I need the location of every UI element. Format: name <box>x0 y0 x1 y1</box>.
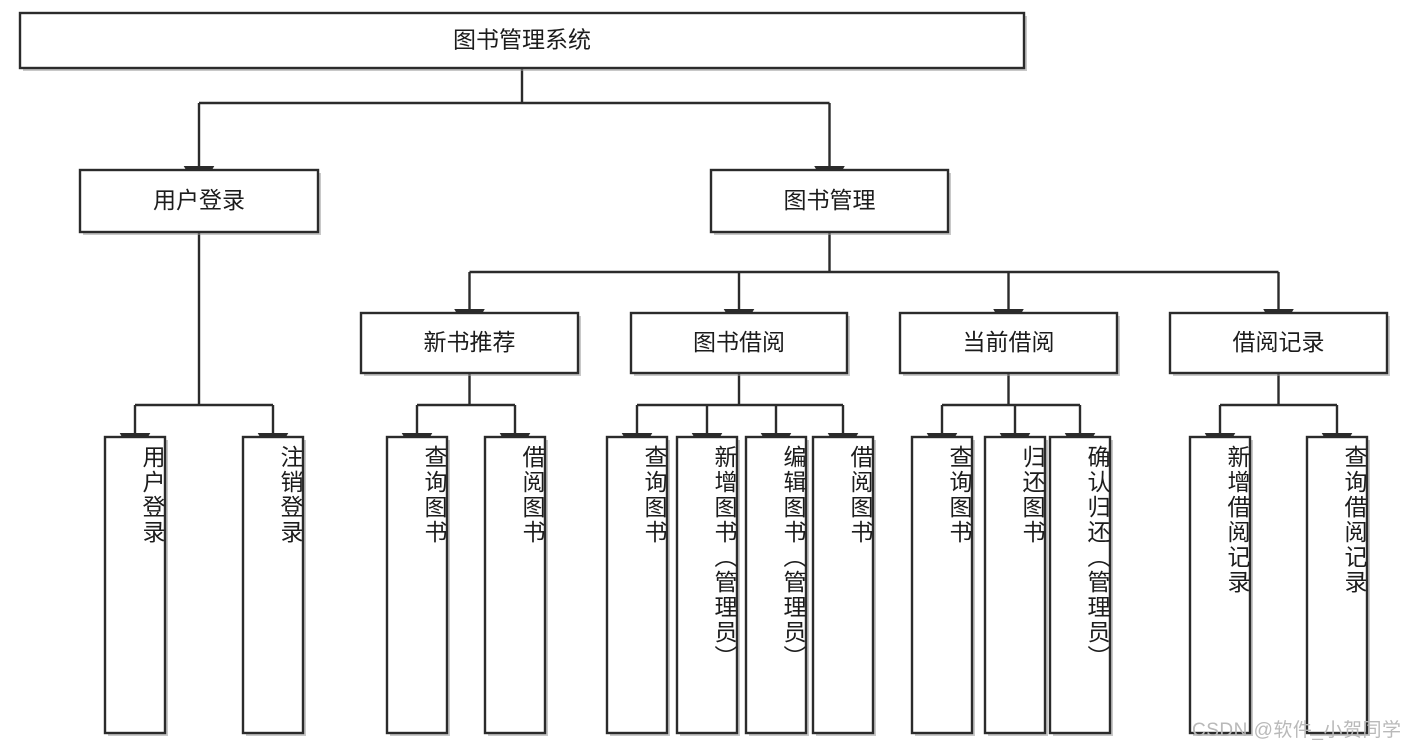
node-root[interactable] <box>18 11 1026 70</box>
node-leaf-add-book-admin[interactable] <box>675 435 739 735</box>
node-book-borrow[interactable] <box>629 311 849 375</box>
node-leaf-return-book[interactable] <box>983 435 1047 735</box>
node-book-management[interactable] <box>709 168 950 234</box>
node-label-user-login: 用户登录 <box>153 187 245 213</box>
node-current-borrow[interactable] <box>898 311 1119 375</box>
node-leaf-query-book-1[interactable] <box>385 435 449 735</box>
watermark-text: CSDN @软件_小贺同学 <box>1192 720 1402 741</box>
node-label-borrow-record: 借阅记录 <box>1233 329 1325 355</box>
node-leaf-query-borrow-record[interactable] <box>1305 435 1369 735</box>
node-label-book-management: 图书管理 <box>784 187 876 213</box>
node-user-login[interactable] <box>78 168 320 234</box>
node-borrow-record[interactable] <box>1168 311 1389 375</box>
node-leaf-query-book-2[interactable] <box>605 435 669 735</box>
connector-layer <box>119 68 1353 460</box>
node-leaf-edit-book-admin[interactable] <box>744 435 808 735</box>
node-leaf-add-borrow-record[interactable] <box>1188 435 1252 735</box>
node-leaf-user-login[interactable] <box>103 435 167 735</box>
node-label-current-borrow: 当前借阅 <box>963 329 1055 355</box>
node-leaf-confirm-return-admin[interactable] <box>1048 435 1112 735</box>
node-leaf-query-book-3[interactable] <box>910 435 974 735</box>
node-new-book-recommend[interactable] <box>359 311 580 375</box>
node-label-new-book-recommend: 新书推荐 <box>424 329 516 355</box>
node-label-root: 图书管理系统 <box>453 27 591 53</box>
node-label-book-borrow: 图书借阅 <box>693 329 785 355</box>
node-leaf-borrow-book-1[interactable] <box>483 435 547 735</box>
node-leaf-borrow-book-2[interactable] <box>811 435 875 735</box>
node-layer <box>18 11 1390 736</box>
node-leaf-logout[interactable] <box>241 435 305 735</box>
